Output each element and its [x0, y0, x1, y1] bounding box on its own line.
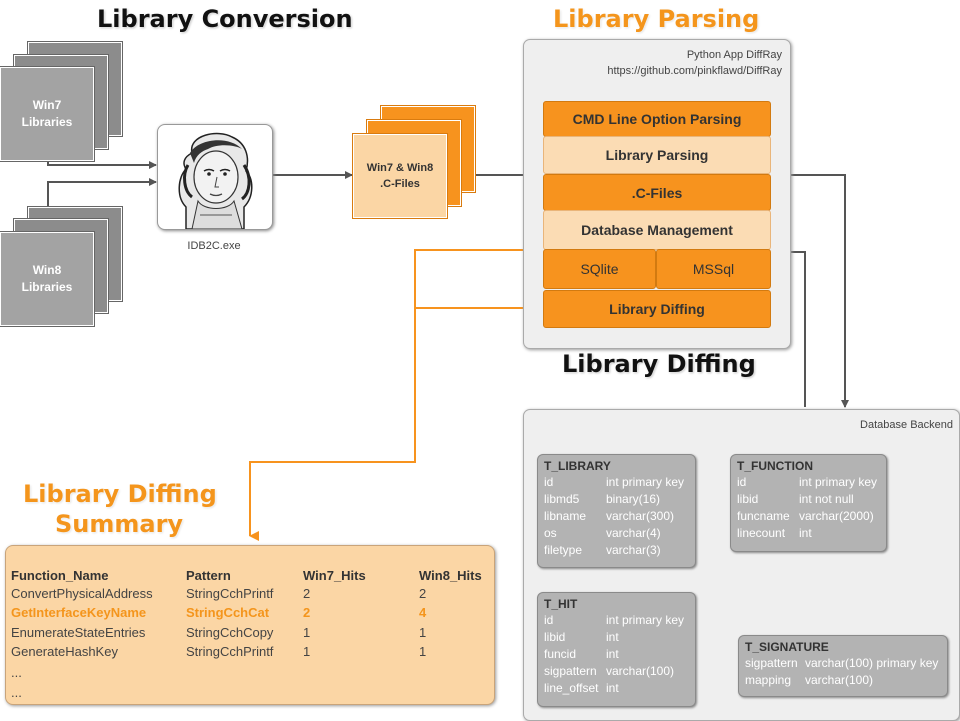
table-row-ellipsis: ...: [11, 684, 186, 702]
title-summary-line1: Library Diffing: [23, 480, 217, 508]
field-name: filetype: [544, 543, 583, 557]
field-name: libid: [544, 630, 566, 644]
cell-pattern: StringCchPrintf: [186, 644, 274, 659]
title-summary-line2: Summary: [55, 510, 184, 538]
win8-libraries[interactable]: Win8 Libraries: [0, 232, 94, 326]
cell-win7-hits: 1: [303, 644, 311, 659]
cell-function-name: ...: [11, 685, 22, 700]
field-name: libid: [737, 492, 759, 506]
cell-function-name: GenerateHashKey: [11, 644, 118, 659]
python-app-url[interactable]: https://github.com/pinkflawd/DiffRay: [607, 65, 782, 77]
diffing-summary-table: Function_Name Pattern Win7_Hits Win8_Hit…: [5, 545, 495, 705]
field-name: id: [544, 475, 554, 489]
cell-win7-hits: 1: [303, 625, 311, 640]
field-type: varchar(100) primary key: [805, 656, 939, 670]
python-app-title: Python App DiffRay: [686, 49, 782, 61]
cfiles-bar[interactable]: .C-Files: [543, 174, 771, 211]
summary-header-row: Function_Name Pattern Win7_Hits Win8_Hit…: [11, 567, 482, 585]
table-row-ellipsis: ...: [11, 664, 186, 682]
table-name: T_LIBRARY: [544, 459, 611, 473]
field-type: int primary key: [799, 475, 878, 489]
header-pattern: Pattern: [186, 568, 231, 583]
library-parsing-bar[interactable]: Library Parsing: [543, 136, 771, 174]
table-row-highlighted[interactable]: GetInterfaceKeyName StringCchCat 2 4: [11, 604, 479, 622]
table-t-hit[interactable]: T_HIT id int primary key libid int funcid i…: [537, 592, 696, 707]
table-name: T_FUNCTION: [737, 459, 813, 473]
library-diffing-bar[interactable]: Library Diffing: [543, 290, 771, 328]
table-row[interactable]: ConvertPhysicalAddress StringCchPrintf 2…: [11, 585, 479, 603]
cell-win8-hits: 2: [419, 586, 427, 601]
field-name: linecount: [737, 526, 786, 540]
portrait-icon: [178, 132, 253, 229]
field-type: varchar(2000): [799, 509, 874, 523]
field-type: int: [606, 681, 619, 695]
field-type: varchar(100): [805, 673, 874, 687]
cell-pattern: StringCchCat: [186, 605, 270, 620]
field-type: int: [606, 647, 619, 661]
table-name: T_HIT: [544, 597, 578, 611]
cell-function-name: EnumerateStateEntries: [11, 625, 146, 640]
header-win8-hits: Win8_Hits: [419, 568, 482, 583]
cell-function-name: GetInterfaceKeyName: [11, 605, 147, 620]
field-name: sigpattern: [544, 664, 597, 678]
table-row[interactable]: EnumerateStateEntries StringCchCopy 1 1: [11, 624, 479, 642]
cell-pattern: StringCchCopy: [186, 625, 274, 640]
field-name: line_offset: [544, 681, 599, 695]
field-type: int: [606, 630, 619, 644]
field-type: varchar(300): [606, 509, 675, 523]
cfiles-stack[interactable]: Win7 & Win8 .C-Files: [353, 134, 447, 218]
field-type: binary(16): [606, 492, 661, 506]
field-type: int not null: [799, 492, 854, 506]
header-win7-hits: Win7_Hits: [303, 568, 366, 583]
sqlite-bar[interactable]: SQlite: [543, 249, 656, 289]
field-name: libmd5: [544, 492, 580, 506]
cell-win7-hits: 2: [303, 605, 311, 620]
field-name: id: [737, 475, 747, 489]
field-type: int: [799, 526, 812, 540]
cmd-line-option-parsing[interactable]: CMD Line Option Parsing: [543, 101, 771, 137]
cell-pattern: StringCchPrintf: [186, 586, 274, 601]
database-management-bar[interactable]: Database Management: [543, 210, 771, 250]
title-library-parsing: Library Parsing: [553, 5, 760, 33]
idb2c-portrait[interactable]: [157, 124, 273, 230]
table-t-library[interactable]: T_LIBRARY id int primary key libmd5 binary…: [537, 454, 696, 568]
title-library-conversion: Library Conversion: [97, 5, 353, 33]
field-name: sigpattern: [745, 656, 798, 670]
cell-function-name: ...: [11, 665, 22, 680]
database-backend-label: Database Backend: [860, 419, 953, 431]
idb2c-caption: IDB2C.exe: [187, 240, 241, 252]
cell-win8-hits: 1: [419, 644, 427, 659]
field-name: id: [544, 613, 554, 627]
cell-win8-hits: 1: [419, 625, 427, 640]
title-library-diffing: Library Diffing: [562, 350, 756, 378]
field-type: int primary key: [606, 475, 685, 489]
table-t-function[interactable]: T_FUNCTION id int primary key libid int no…: [730, 454, 887, 552]
field-name: funcname: [737, 509, 790, 523]
cell-win8-hits: 4: [419, 605, 427, 620]
field-type: int primary key: [606, 613, 685, 627]
header-function-name: Function_Name: [11, 568, 109, 583]
win7-libraries[interactable]: Win7 Libraries: [0, 67, 94, 161]
field-name: funcid: [544, 647, 577, 661]
field-type: varchar(100): [606, 664, 675, 678]
field-type: varchar(3): [606, 543, 661, 557]
cell-win7-hits: 2: [303, 586, 311, 601]
table-name: T_SIGNATURE: [745, 640, 829, 654]
table-row[interactable]: GenerateHashKey StringCchPrintf 1 1: [11, 643, 479, 661]
cell-function-name: ConvertPhysicalAddress: [11, 586, 153, 601]
field-name: libname: [544, 509, 587, 523]
table-t-signature[interactable]: T_SIGNATURE sigpattern varchar(100) prima…: [738, 635, 948, 697]
field-name: mapping: [745, 673, 792, 687]
mssql-bar[interactable]: MSSql: [656, 249, 771, 289]
field-type: varchar(4): [606, 526, 661, 540]
field-name: os: [544, 526, 557, 540]
